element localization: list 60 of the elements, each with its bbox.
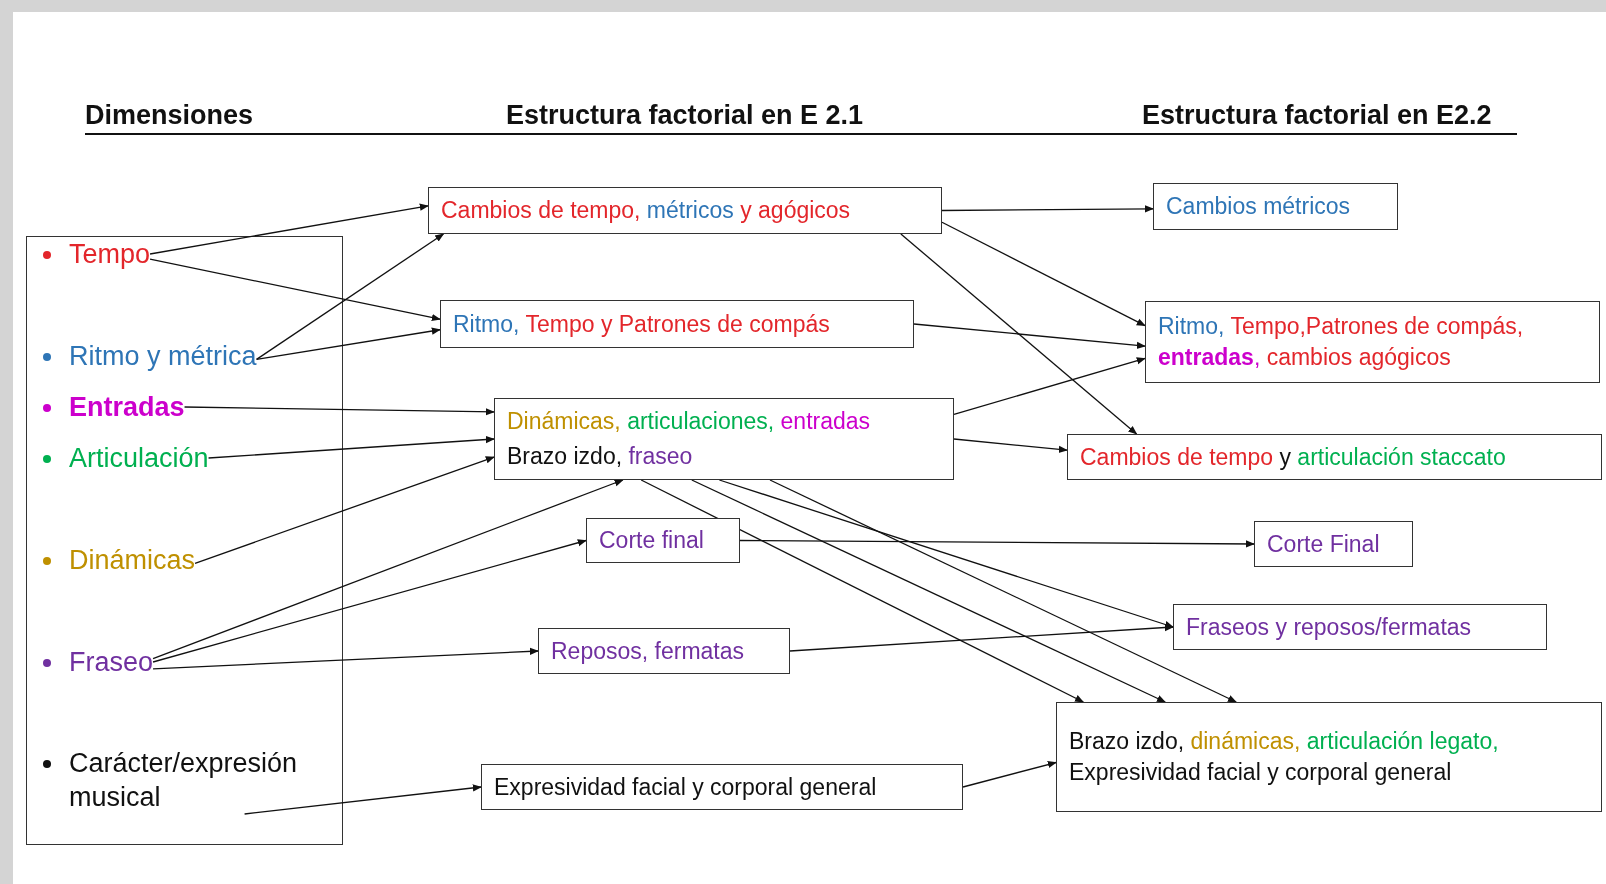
column-heading: Estructura factorial en E 2.1 <box>506 100 864 131</box>
factor-box <box>1145 301 1600 383</box>
arrow <box>149 258 441 322</box>
factor-box <box>586 518 740 563</box>
factor-box <box>1173 604 1547 650</box>
dimension-text: Entradas <box>69 391 185 424</box>
arrow <box>640 479 1085 703</box>
column-heading: Estructura factorial en E2.2 <box>1142 100 1492 131</box>
arrow <box>152 479 624 660</box>
factor-box <box>1153 183 1398 230</box>
arrow <box>194 456 495 565</box>
dimension-text: Articulación <box>69 442 209 475</box>
column-heading: Dimensiones <box>85 100 254 131</box>
arrow <box>789 623 1174 652</box>
arrow <box>739 539 1255 548</box>
factor-text: Corte final <box>599 526 705 555</box>
arrow <box>149 203 429 255</box>
dimensions-panel <box>26 236 343 845</box>
factor-text: Cambios métricos <box>1166 192 1352 221</box>
dimension-text: Ritmo y métrica <box>69 340 257 373</box>
arrow <box>941 205 1154 213</box>
factor-text: Dinámicas, articulaciones, entradas <box>507 407 872 436</box>
factor-box <box>494 398 954 480</box>
factor-text: Ritmo, Tempo y Patrones de compás <box>453 309 831 339</box>
arrow <box>207 435 495 459</box>
arrow <box>913 323 1146 349</box>
factor-text: Brazo izdo, fraseo <box>507 442 694 471</box>
arrow <box>183 406 495 416</box>
factor-text: Corte Final <box>1267 529 1381 559</box>
factor-text: Brazo izdo, dinámicas, articulación legato, Expresividad facial y corporal general <box>1069 727 1500 787</box>
factor-box <box>538 628 790 674</box>
dimension-text: Tempo <box>69 238 151 271</box>
arrow <box>255 327 441 361</box>
factor-text: Fraseos y reposos/fermatas <box>1186 612 1473 642</box>
arrow <box>152 647 539 670</box>
arrow <box>255 233 445 361</box>
dimension-text: Carácter/expresión musical <box>69 747 299 814</box>
arrow <box>941 221 1146 327</box>
arrow <box>691 479 1166 703</box>
factor-text: Reposos, fermatas <box>551 636 746 666</box>
dimension-text: Dinámicas <box>69 544 196 577</box>
arrow <box>718 479 1174 628</box>
factor-box <box>1254 521 1413 567</box>
arrow <box>152 539 587 663</box>
arrow <box>953 438 1068 453</box>
factor-box <box>1067 434 1602 480</box>
factor-box <box>428 187 942 234</box>
factor-text: Cambios de tempo y articulación staccato <box>1080 442 1507 472</box>
arrow <box>243 784 482 815</box>
factor-text: Cambios de tempo, métricos y agógicos <box>441 196 852 225</box>
factor-box <box>481 764 963 810</box>
dimension-text: Fraseo <box>69 646 154 679</box>
factor-text: Expresividad facial y corporal general <box>494 772 878 802</box>
factor-box <box>1056 702 1602 812</box>
factor-box <box>440 300 914 348</box>
arrow <box>769 479 1237 703</box>
factor-text: Ritmo, Tempo,Patrones de compás, entradas, cambios agógicos <box>1158 312 1525 372</box>
arrow <box>962 761 1057 788</box>
arrow <box>900 233 1138 435</box>
arrow <box>953 357 1146 416</box>
